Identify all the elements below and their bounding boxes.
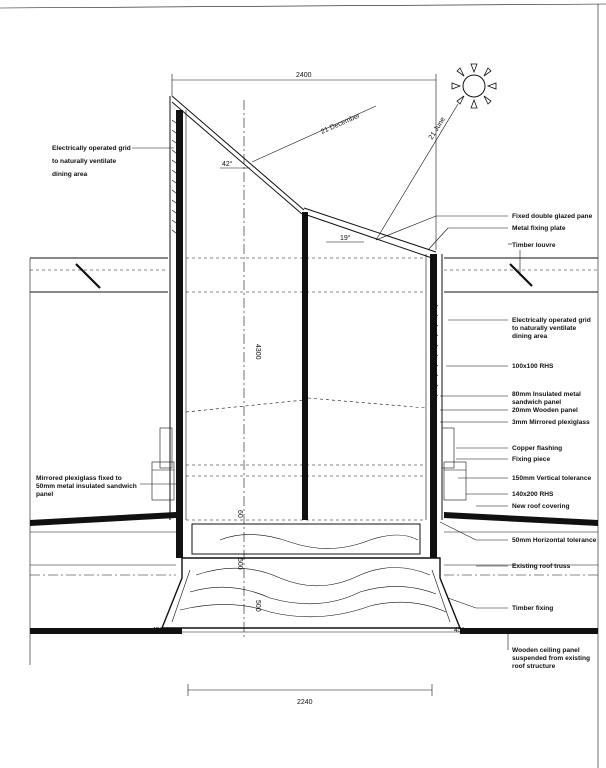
label-mirrored: Mirrored plexiglass fixed to 50mm metal … — [36, 475, 178, 498]
wooden20-label: 20mm Wooden panel — [512, 407, 578, 414]
dim-height-label: 4300 — [254, 344, 261, 360]
angle-42: 42° — [222, 160, 233, 168]
ventilation-grid-left — [171, 119, 181, 237]
rhs100-label: 100x100 RHS — [512, 363, 554, 370]
angle-45-left: 45° — [152, 626, 163, 634]
timber-louvre-left — [75, 263, 101, 289]
dim-bottom-label: 2240 — [297, 699, 313, 706]
dim-60-label: 60 — [236, 510, 243, 518]
sun-ray-june — [375, 103, 459, 241]
angle-19: 19° — [340, 234, 351, 242]
sun-ray-december — [251, 105, 377, 163]
left-grid-line-1: Electrically operated grid — [52, 145, 131, 152]
dim-top-label: 2400 — [296, 72, 312, 79]
left-grid-line-3: dining area — [52, 171, 88, 178]
label-left-grid: Electrically operated grid to naturally … — [52, 145, 174, 178]
fixed-glazed-label: Fixed double glazed pane — [512, 213, 593, 220]
existing-truss-label: Existing roof truss — [512, 563, 571, 570]
mirrored-line-3: panel — [36, 491, 53, 498]
lantern-structure — [151, 95, 467, 558]
horizontal-tol-label: 50mm Horizontal tolerance — [512, 537, 597, 544]
june-label: 21 June — [428, 116, 447, 141]
ventilation-grid-right — [429, 299, 439, 397]
ceiling-line-1: Wooden ceiling panel — [512, 647, 580, 654]
dim-500-mid-label: 500 — [236, 558, 243, 570]
copper-label: Copper flashing — [512, 445, 562, 452]
left-grid-line-2: to naturally ventilate — [52, 158, 116, 165]
december-label: 21 December — [320, 112, 362, 136]
dim-500-bottom-label: 500 — [254, 600, 261, 612]
dim-bottom-2240: 2240 — [187, 684, 433, 706]
right-grid-line-2: to naturally ventilate — [512, 325, 576, 332]
existing-roof-truss — [30, 564, 598, 576]
ceiling-line-2: suspended from existing — [512, 655, 590, 662]
wooden-ceiling-panel — [30, 628, 598, 634]
dim-top-2400: 2400 — [171, 72, 437, 250]
existing-floor-bands — [29, 257, 598, 665]
right-grid-line-1: Electrically operated grid — [512, 317, 591, 324]
insulated80-line-2: sandwich panel — [512, 399, 561, 406]
insulated80-line-1: 80mm Insulated metal — [512, 391, 581, 398]
mirrored-line-2: 50mm metal insulated sandwich — [36, 483, 137, 490]
sheet-frame — [0, 3, 606, 768]
metal-plate-label: Metal fixing plate — [512, 225, 566, 232]
dim-height-4300: 4300 60 500 500 — [236, 344, 261, 612]
mirrored3-label: 3mm Mirrored plexiglass — [512, 419, 590, 426]
new-roof-label: New roof covering — [512, 503, 570, 510]
angle-45-right: 45° — [454, 626, 465, 634]
timber-louvre-label: Timber louvre — [512, 242, 556, 249]
labels-right: Fixed double glazed pane Metal fixing pl… — [375, 213, 597, 670]
timber-louvre-right — [509, 263, 533, 287]
ceiling-line-3: roof structure — [512, 663, 556, 670]
sun-icon — [451, 63, 497, 109]
timber-fixing-label: Timber fixing — [512, 605, 553, 612]
vertical-tol-label: 150mm Vertical tolerance — [512, 475, 592, 482]
fixing-piece-label: Fixing piece — [512, 456, 550, 463]
rhs140-label: 140x200 RHS — [512, 491, 554, 498]
right-grid-line-3: dining area — [512, 333, 548, 340]
timber-throat — [160, 534, 462, 629]
mirrored-line-1: Mirrored plexiglass fixed to — [36, 475, 122, 482]
new-roof-covering — [30, 512, 598, 533]
